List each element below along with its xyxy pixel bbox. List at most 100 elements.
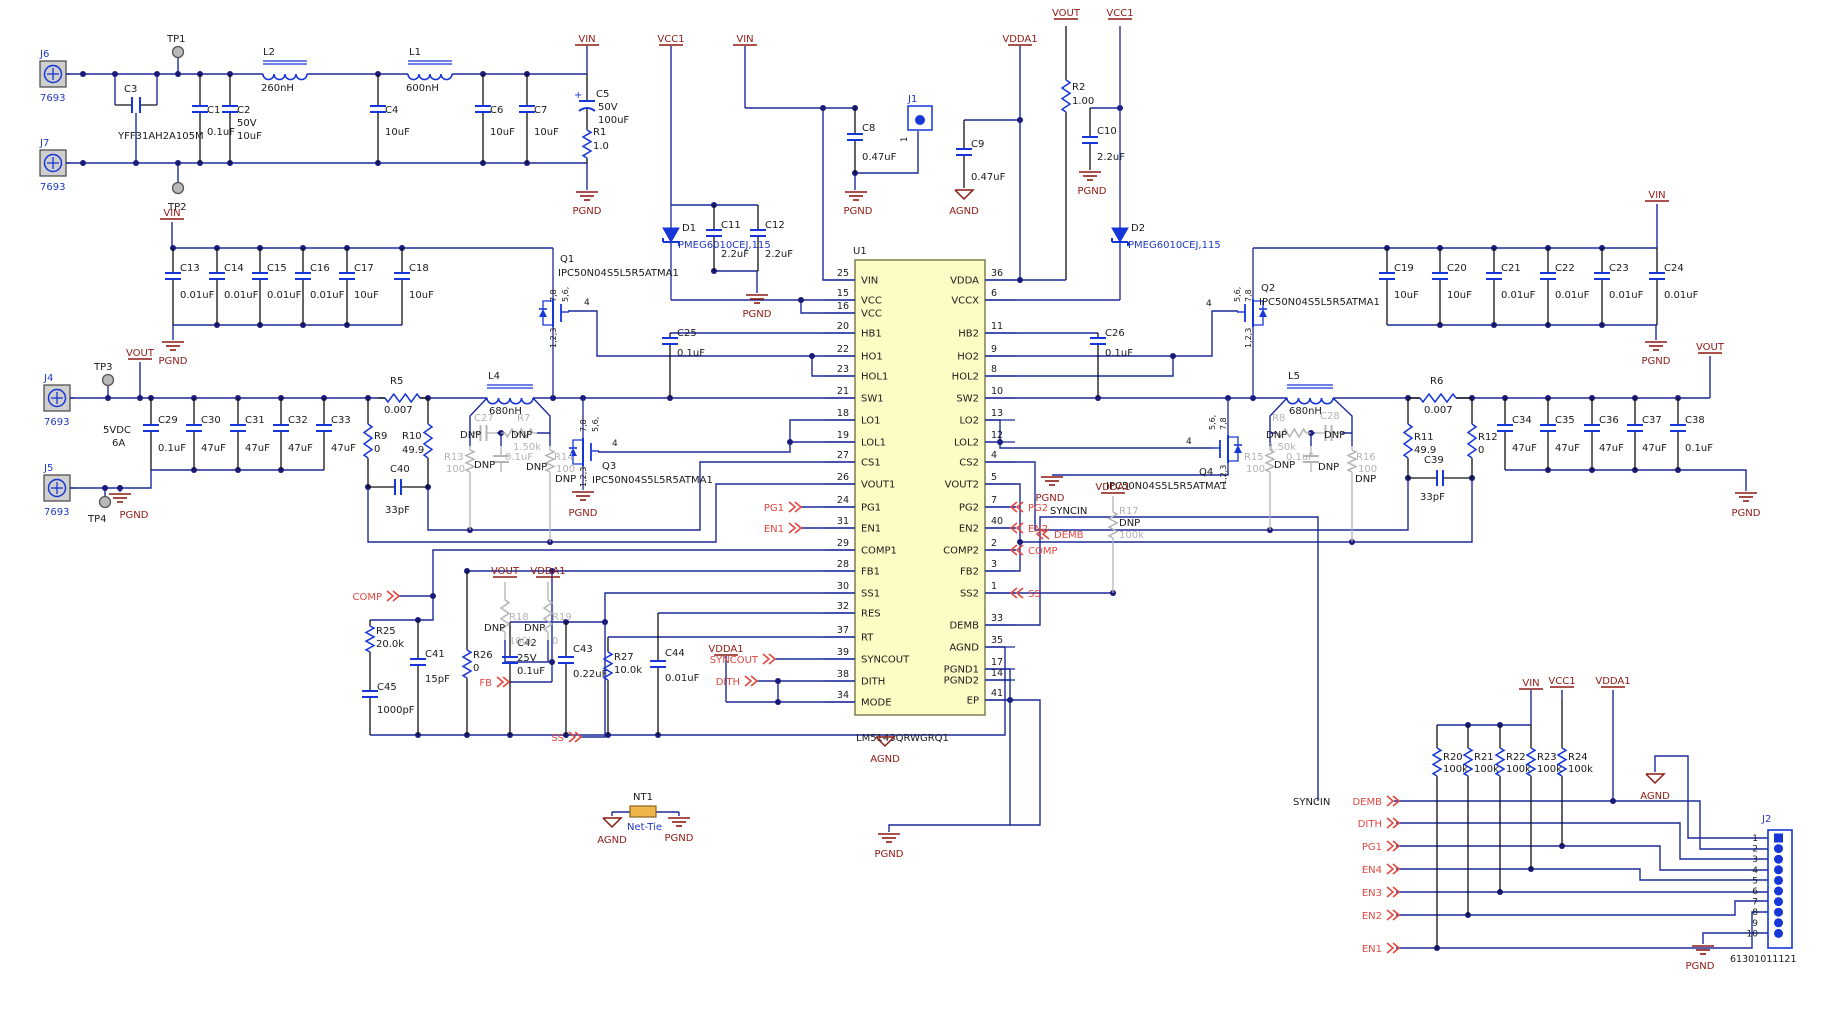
capacitor-dnp[interactable]	[493, 446, 509, 472]
net-label-comp[interactable]: COMP	[1009, 544, 1058, 557]
resistor-dnp[interactable]	[1107, 496, 1119, 593]
testpoint-TP4[interactable]: TP4	[87, 495, 112, 526]
capacitor-C8[interactable]: C80.47uF	[847, 108, 897, 173]
testpoint-TP3[interactable]: TP3	[93, 362, 115, 387]
resistor-dnp[interactable]	[1346, 446, 1358, 542]
resistor-R1[interactable]: R11.0	[581, 125, 609, 163]
resistor-R5[interactable]: R50.007	[378, 376, 428, 416]
net-label-syncout[interactable]: SYNCOUT	[710, 653, 777, 666]
resistor-dnp[interactable]	[544, 446, 556, 542]
net-label-demb[interactable]: DEMB	[1035, 528, 1084, 541]
net-label-ss[interactable]: SS	[551, 731, 583, 744]
capacitor-C1[interactable]: C10.1uF	[192, 74, 235, 163]
net-label-demb[interactable]: DEMB	[1352, 795, 1401, 808]
net-label-en1[interactable]: EN1	[764, 522, 803, 535]
resistor-R2[interactable]: R21.00	[1060, 26, 1094, 280]
testpoint-TP2[interactable]: TP2	[167, 181, 187, 214]
net-label-en3[interactable]: EN3	[1362, 886, 1401, 899]
net-label-pg1[interactable]: PG1	[1362, 840, 1401, 853]
resistor-dnp[interactable]	[542, 582, 554, 640]
resistor-dnp[interactable]	[1264, 446, 1276, 530]
net-label-pg2[interactable]: PG2	[1009, 501, 1048, 514]
net-label-dith[interactable]: DITH	[716, 675, 759, 688]
net-label-pg1[interactable]: PG1	[764, 501, 803, 514]
net-label-dith[interactable]: DITH	[1358, 817, 1401, 830]
connector-J1[interactable]: J11	[900, 94, 933, 142]
ic-U1[interactable]: U1LM5143QRWGRQ125VIN15VCC16VCC20HB122HO1…	[825, 246, 1015, 744]
net-label-en2[interactable]: EN2	[1009, 522, 1048, 535]
resistor-dnp[interactable]	[464, 446, 476, 530]
capacitor-dnp[interactable]	[470, 425, 497, 441]
resistor-dnp[interactable]	[501, 427, 537, 439]
net-label-en2[interactable]: EN2	[1362, 909, 1401, 922]
testpoint-TP1[interactable]: TP1	[166, 34, 186, 59]
resistor-dnp[interactable]	[499, 582, 511, 640]
net-label-fb[interactable]: FB	[479, 676, 511, 689]
net-label-ss[interactable]: SS	[1009, 587, 1041, 600]
resistor-R6[interactable]: R60.007	[1408, 376, 1472, 416]
net-label-comp[interactable]: COMP	[352, 590, 401, 603]
